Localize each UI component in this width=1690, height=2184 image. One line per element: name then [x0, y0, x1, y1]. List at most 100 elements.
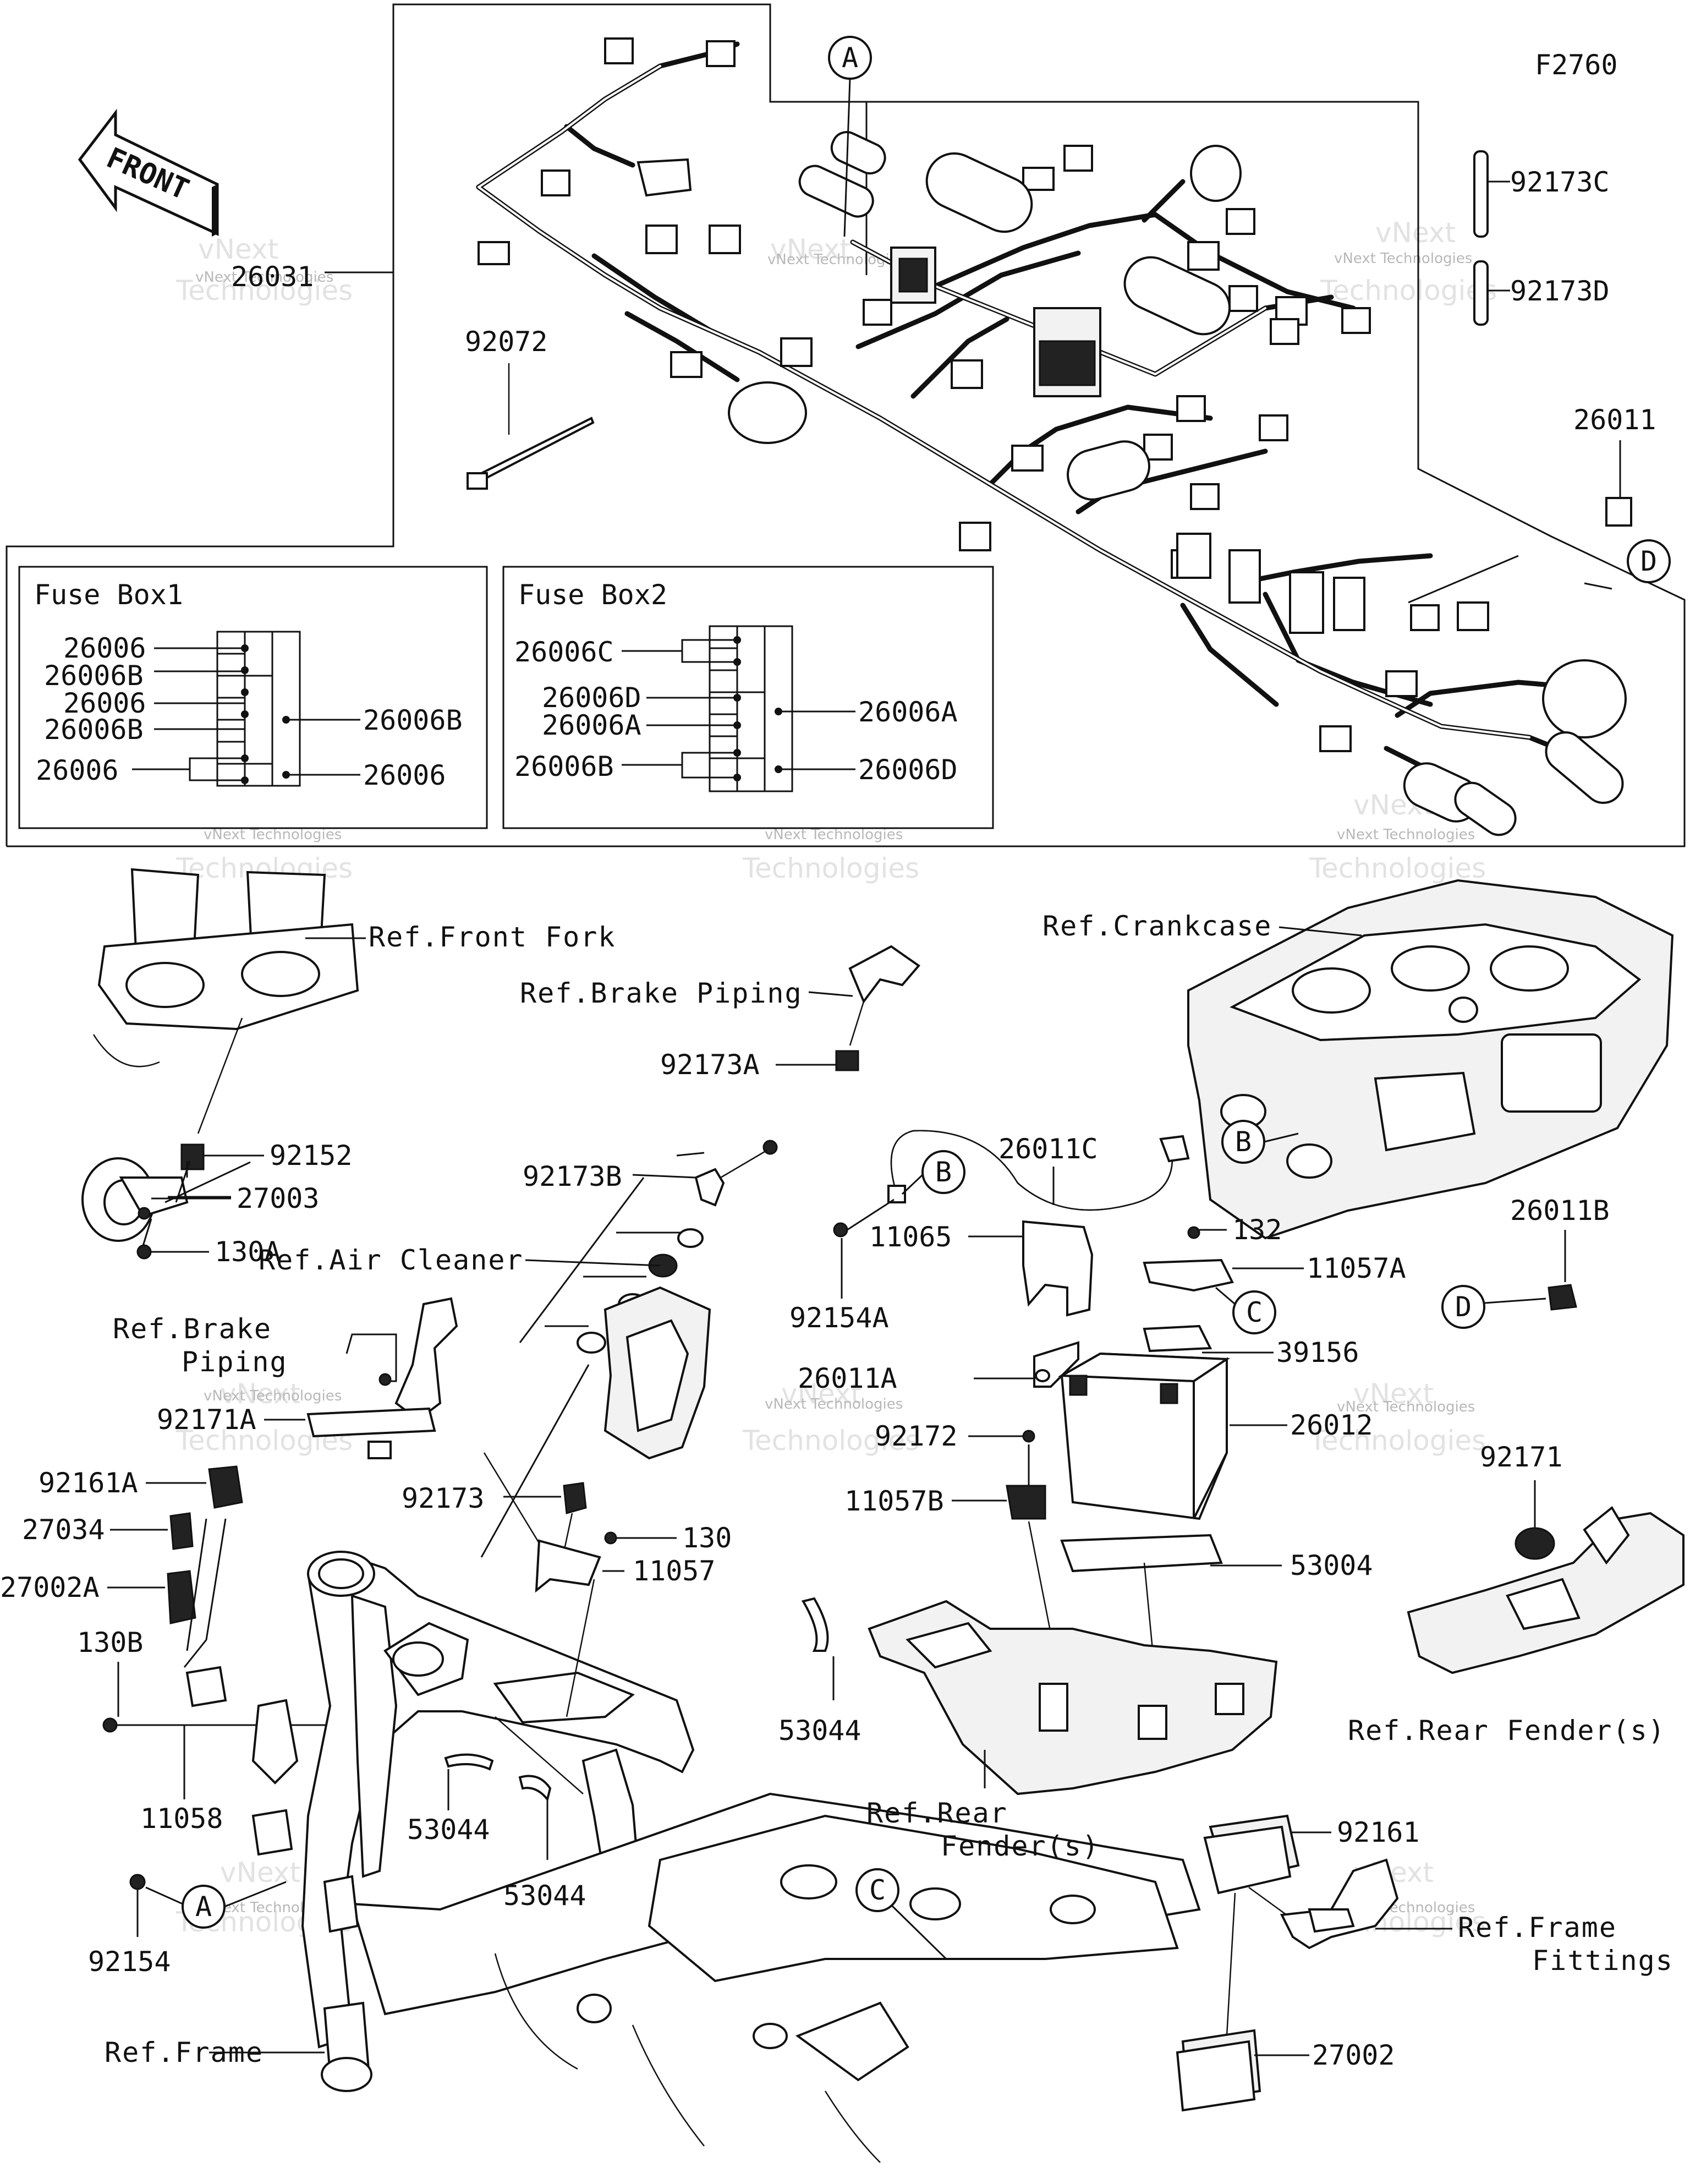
callout-B-crankcase: B	[1221, 1120, 1299, 1164]
callout-C-frame: C	[855, 1868, 947, 1960]
callout-A-frame: A 92154	[88, 1874, 287, 1978]
part-number: 92173C	[1510, 166, 1610, 198]
part-number: 26011B	[1510, 1195, 1610, 1227]
part-number: 53044	[503, 1880, 586, 1912]
connector-icon	[1605, 497, 1632, 527]
fuse-label: 26006B	[514, 751, 614, 782]
part-number: 53044	[407, 1814, 490, 1846]
fuse-label: 26006	[63, 632, 146, 664]
callout-C-battery: C	[1215, 1287, 1276, 1334]
part-number: 132	[1232, 1214, 1282, 1246]
connector-icon	[863, 299, 892, 326]
fuse-label: 26006D	[858, 754, 958, 786]
part-number: 92172	[875, 1420, 958, 1452]
watermark-small: vNext Technologies	[195, 269, 333, 286]
part-number: 53044	[778, 1715, 862, 1747]
part-number: 130B	[77, 1627, 143, 1658]
left-side-parts: 92161A 27034 27002A 130B 11058	[0, 1465, 336, 1835]
coil-icon	[1542, 659, 1627, 738]
watermark-big: vNext	[220, 1857, 300, 1889]
callout-label: B	[1235, 1126, 1252, 1158]
ref-label: Ref.Rear	[866, 1797, 1008, 1829]
part-number: 92154A	[789, 1302, 889, 1334]
watermark-big: vNext	[1375, 217, 1456, 249]
callout-D-top: D	[1627, 539, 1671, 583]
part-number: 26012	[1290, 1409, 1373, 1441]
connector-icon	[898, 258, 928, 293]
callout-label: A	[842, 42, 858, 74]
part-number: 26011C	[998, 1133, 1098, 1165]
fuse-box2-title: Fuse Box2	[518, 579, 667, 611]
part-number: 130A	[215, 1236, 281, 1268]
callout-label: C	[869, 1874, 886, 1906]
part-number: 11057	[633, 1555, 716, 1587]
horn: 92152 27003 130A	[81, 1140, 353, 1268]
boot-icon	[798, 165, 874, 218]
part-number: 11065	[869, 1221, 952, 1253]
fuse-label: 26006C	[514, 636, 614, 668]
part-number: 92173B	[523, 1161, 622, 1192]
callout-A-top: A	[828, 36, 872, 237]
watermark-small: vNext Technologies	[1337, 826, 1475, 843]
connector-icon	[1341, 307, 1371, 334]
callout-label: C	[1246, 1296, 1263, 1328]
callout-B-battery: B	[901, 1150, 965, 1195]
coil-icon	[1190, 145, 1242, 202]
watermark-big: vNext	[781, 1378, 862, 1410]
watermark-big: vNext	[220, 1378, 300, 1410]
connector-icon	[1022, 167, 1055, 191]
fuse-label: 26006B	[44, 660, 144, 692]
watermark-small: vNext Technologies	[1337, 1399, 1475, 1415]
ref-label: Ref.Rear Fender(s)	[1348, 1715, 1666, 1747]
watermark-small: vNext Technologies	[765, 1396, 903, 1413]
ref-label: Ref.Brake Piping	[520, 977, 803, 1009]
connector-icon	[1190, 483, 1220, 510]
part-number: 27002	[1312, 2039, 1395, 2071]
ref-label: Piping	[182, 1346, 288, 1378]
coil-icon	[1067, 440, 1150, 501]
part-number: 39156	[1276, 1337, 1359, 1369]
connector-icon	[645, 225, 678, 254]
front-fork-assembly: Ref.Front Fork	[92, 868, 616, 1134]
part-number: 92173A	[660, 1049, 760, 1081]
callout-D-right: D	[1441, 1285, 1546, 1329]
callout-label: A	[195, 1891, 212, 1923]
connector-icon	[1187, 241, 1220, 271]
front-arrow-icon: FRONT	[78, 108, 219, 237]
part-number: 11057B	[844, 1485, 944, 1517]
connector-icon	[951, 359, 983, 389]
boot-icon	[637, 158, 692, 197]
right-side-parts: 26011B D 92171 Ref.Rear Fender(s)	[1348, 1195, 1684, 1747]
ref-label: Ref.Crankcase	[1042, 910, 1272, 942]
watermark-small: vNext Technologies	[204, 1388, 342, 1404]
connector-icon	[1011, 445, 1044, 472]
connector-icon	[1410, 604, 1440, 631]
part-number: 26031	[231, 261, 314, 293]
fuse-label: 26006B	[44, 714, 144, 746]
part-number: 92152	[270, 1140, 353, 1172]
ref-label: Ref.Front Fork	[369, 921, 616, 953]
fuse-box2-panel: Fuse Box2 26006C 26006D 26006A 26006B 26…	[502, 566, 994, 829]
watermark-big: vNext	[1353, 1378, 1434, 1410]
relay-icon	[1176, 533, 1211, 579]
part-number: 92161A	[39, 1467, 138, 1499]
callout-label: B	[935, 1156, 952, 1188]
callout-label: D	[1455, 1291, 1472, 1323]
part-number: 26011	[1573, 404, 1656, 436]
crankcase: Ref.Crankcase	[1042, 879, 1674, 1240]
part-number: 92171	[1480, 1441, 1563, 1473]
battery-area: 26011C B 92154A 11065 132 11057A C 39156	[789, 1130, 1406, 1690]
watermark-big: Technologies	[1309, 852, 1486, 884]
connector-icon	[1259, 414, 1288, 441]
watermark-big: Technologies	[1320, 275, 1497, 306]
fuse-label: 26006D	[542, 682, 641, 714]
fuse-label: 26006	[36, 754, 119, 786]
fuse-label: 26006B	[363, 704, 463, 736]
connector-icon	[709, 225, 741, 254]
connector-icon	[541, 169, 570, 196]
coil-icon	[1545, 731, 1624, 804]
coil-icon	[728, 381, 807, 444]
ref-label: Fender(s)	[941, 1830, 1100, 1862]
watermark-big: Technologies	[742, 1425, 919, 1457]
coil-icon	[1454, 781, 1517, 836]
